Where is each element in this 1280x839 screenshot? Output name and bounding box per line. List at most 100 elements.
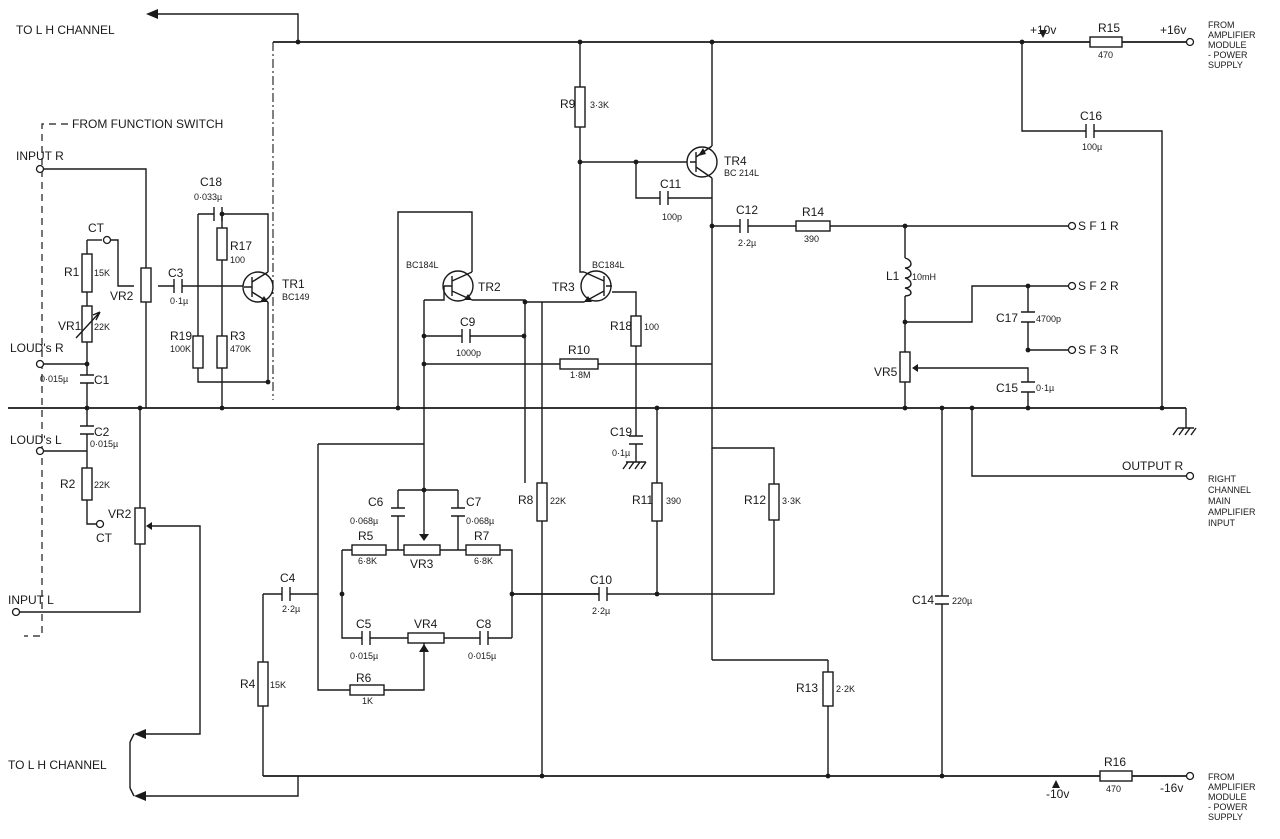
name-r19: R19 <box>170 329 192 343</box>
name-r6: R6 <box>356 671 372 685</box>
inductor-l1 <box>904 257 912 297</box>
arrow-left-icon <box>134 729 146 739</box>
name-r10: R10 <box>568 343 590 357</box>
pot-vr2-bottom <box>134 507 146 545</box>
value-c14: 220µ <box>952 596 972 606</box>
name-r11: R11 <box>632 493 653 507</box>
capacitors <box>80 124 1095 645</box>
name-c7: C7 <box>466 495 482 509</box>
terminal-ct-bottom[interactable] <box>95 519 105 529</box>
name-c14: C14 <box>912 593 934 607</box>
terminal-minus16[interactable] <box>1185 771 1195 781</box>
capacitor-c11 <box>659 191 669 205</box>
wiper-arrow-icon <box>146 522 152 530</box>
value-c1: 0·015µ <box>40 374 68 384</box>
terminal-plus16[interactable] <box>1185 37 1195 47</box>
value-tr3: BC184L <box>592 260 625 270</box>
value-c3: 0·1µ <box>170 296 188 306</box>
value-r17: 100 <box>230 255 245 265</box>
resistor-r3 <box>216 335 228 369</box>
value-r19: 100K <box>170 344 191 354</box>
capacitor-c15 <box>1021 381 1035 393</box>
label-from-function-switch: FROM FUNCTION SWITCH <box>72 117 223 131</box>
label-output-r: OUTPUT R <box>1122 459 1183 473</box>
name-vr1: VR1 <box>58 319 82 333</box>
name-vr3: VR3 <box>410 557 434 571</box>
transistor-tr4 <box>686 140 718 186</box>
label-to-lh-bottom: TO L H CHANNEL <box>8 758 107 772</box>
capacitor-c18 <box>213 207 223 221</box>
text-labels: TO L H CHANNEL TO L H CHANNEL FROM FUNCT… <box>8 20 1258 822</box>
name-c5: C5 <box>356 617 372 631</box>
label-right-channel: RIGHT CHANNEL MAIN AMPLIFIER INPUT <box>1208 474 1258 528</box>
value-c7: 0·068µ <box>466 516 494 526</box>
label-input-l: INPUT L <box>8 593 54 607</box>
capacitor-c3 <box>173 279 183 293</box>
terminal-sf3r[interactable] <box>1067 345 1077 355</box>
terminal-sf1r[interactable] <box>1067 221 1077 231</box>
resistor-r18 <box>630 315 642 347</box>
pot-vr2-top <box>140 267 152 303</box>
value-r15: 470 <box>1098 50 1113 60</box>
name-r15: R15 <box>1098 21 1120 35</box>
name-c10: C10 <box>590 573 612 587</box>
value-c15: 0·1µ <box>1036 383 1054 393</box>
label-ct-top: CT <box>88 221 105 235</box>
resistor-r12 <box>768 483 780 521</box>
terminals <box>11 37 1195 781</box>
name-c16: C16 <box>1080 109 1102 123</box>
capacitor-c19 <box>629 435 643 445</box>
transistors <box>242 140 718 303</box>
capacitor-c4 <box>281 587 291 601</box>
value-r7: 6·8K <box>474 556 493 566</box>
potentiometers <box>75 267 918 652</box>
terminal-louds-l[interactable] <box>35 446 45 456</box>
label-ct-bottom: CT <box>96 531 113 545</box>
label-louds-l: LOUD's L <box>10 433 62 447</box>
terminal-input-r[interactable] <box>35 164 45 174</box>
resistor-r15 <box>1089 36 1123 48</box>
value-r2: 22K <box>94 480 110 490</box>
label-plus16: +16v <box>1160 23 1186 37</box>
name-c17: C17 <box>996 311 1018 325</box>
terminal-louds-r[interactable] <box>35 359 45 369</box>
ground-symbols <box>622 427 1197 470</box>
value-r4: 15K <box>270 680 286 690</box>
arrows <box>129 9 1060 801</box>
value-r5: 6·8K <box>358 556 377 566</box>
name-c3: C3 <box>168 266 184 280</box>
name-c11: C11 <box>660 177 681 191</box>
capacitor-c1 <box>80 374 94 393</box>
label-plus10: +10v <box>1030 23 1056 37</box>
name-r14: R14 <box>802 205 824 219</box>
value-c16: 100µ <box>1082 142 1102 152</box>
name-r5: R5 <box>358 529 374 543</box>
terminal-output-r[interactable] <box>1185 471 1195 481</box>
resistor-r6 <box>349 684 385 696</box>
capacitor-c14 <box>935 595 949 605</box>
resistor-r1 <box>81 253 93 293</box>
terminal-ct-top[interactable] <box>102 235 112 245</box>
capacitor-c12 <box>739 219 749 233</box>
terminal-sf2r[interactable] <box>1067 281 1077 291</box>
name-r3: R3 <box>230 329 246 343</box>
resistor-r5 <box>351 544 387 556</box>
value-c5: 0·015µ <box>350 651 378 661</box>
terminal-input-l[interactable] <box>11 607 21 617</box>
ground-icon <box>622 461 647 470</box>
value-c17: 4700p <box>1036 314 1061 324</box>
resistor-r4 <box>257 661 269 707</box>
arrow-up-icon <box>1052 780 1060 788</box>
label-sf2r: S F 2 R <box>1078 279 1119 293</box>
component-labels: R15 470 R16 470 C16 100µ R9 3·3K TR4 BC … <box>40 21 1126 794</box>
arrow-left-icon <box>134 791 146 801</box>
wires <box>8 13 1187 797</box>
arrow-left-icon <box>146 9 158 19</box>
value-r11: 390 <box>666 496 681 506</box>
name-c18: C18 <box>200 175 222 189</box>
pot-vr5 <box>899 351 911 383</box>
name-c9: C9 <box>460 315 476 329</box>
value-c8: 0·015µ <box>468 651 496 661</box>
label-minus10: -10v <box>1046 787 1069 801</box>
